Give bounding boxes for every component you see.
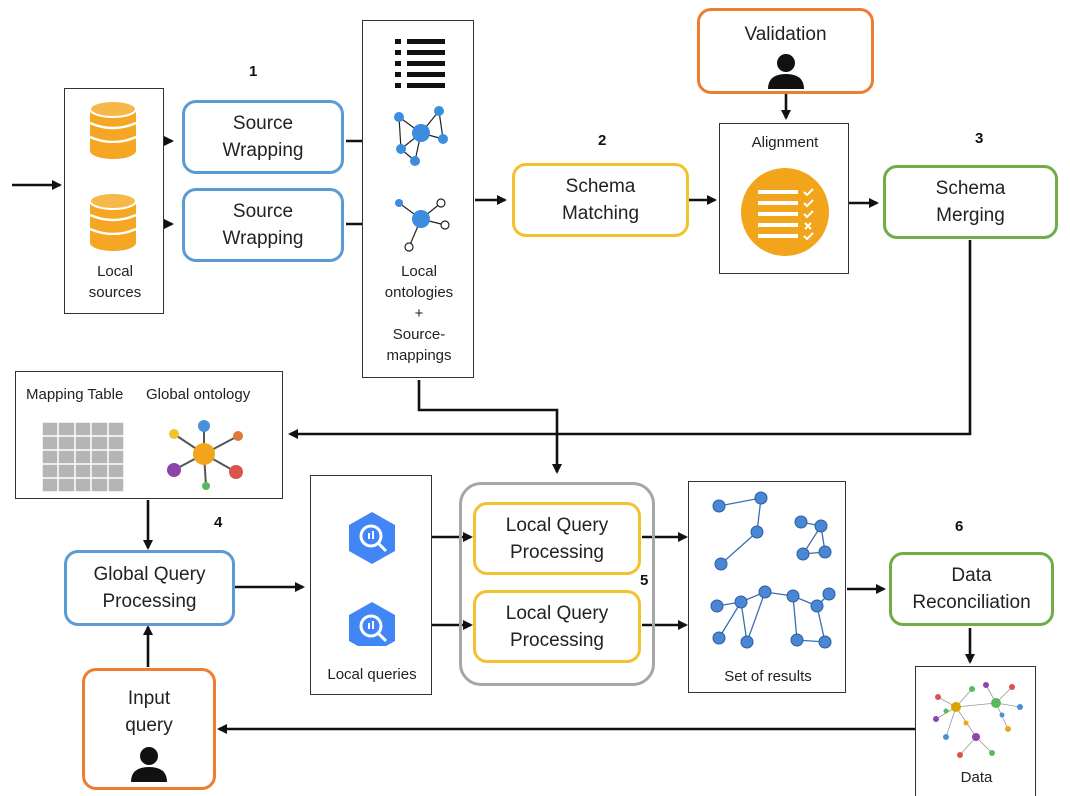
local-sources-label: Local sources xyxy=(88,263,142,301)
database-icon-1 xyxy=(89,100,137,159)
alignment-label: Alignment xyxy=(751,134,819,151)
checklist-icon xyxy=(741,168,829,256)
query-icon-2 xyxy=(349,602,395,646)
step-number-4: 4 xyxy=(214,514,223,531)
local-ontologies-label: Local ontologies + Source- mappings xyxy=(384,263,454,364)
local-sources-panel: Local sources xyxy=(64,88,164,314)
ontology-network-icon-1 xyxy=(394,106,448,166)
query-icon-1 xyxy=(349,512,395,564)
local-queries-panel: Local queries xyxy=(310,475,432,695)
step-number-5: 5 xyxy=(640,572,649,589)
step-number-1: 1 xyxy=(249,63,258,80)
data-network-icon xyxy=(933,682,1023,758)
validation-box[interactable]: Validation xyxy=(697,8,874,94)
schema-merging-box[interactable]: Schema Merging xyxy=(883,165,1058,239)
global-query-processing-box[interactable]: Global Query Processing xyxy=(64,550,235,626)
mapping-table-panel: Mapping Table Global ontology xyxy=(15,371,283,499)
person-icon xyxy=(131,747,167,782)
local-queries-label: Local queries xyxy=(327,666,417,683)
data-label: Data xyxy=(960,769,993,786)
data-panel: Data xyxy=(915,666,1036,796)
results-label: Set of results xyxy=(724,668,812,685)
list-icon xyxy=(395,39,445,88)
local-processing-group xyxy=(459,482,655,686)
schema-matching-box[interactable]: Schema Matching xyxy=(512,163,689,237)
database-icons xyxy=(89,100,137,251)
local-ontologies-panel: Local ontologies + Source- mappings xyxy=(362,20,474,378)
results-panel: Set of results xyxy=(688,481,846,693)
database-icon-2 xyxy=(89,192,137,251)
global-ontology-label: Global ontology xyxy=(146,386,251,403)
source-wrapping-box-2[interactable]: Source Wrapping xyxy=(182,188,344,262)
alignment-panel: Alignment xyxy=(719,123,849,274)
step-number-3: 3 xyxy=(975,130,984,147)
results-graph-icon xyxy=(710,491,836,649)
arrow-merging-global xyxy=(288,240,972,439)
source-wrapping-box-1[interactable]: Source Wrapping xyxy=(182,100,344,174)
table-grid-icon xyxy=(41,421,125,493)
global-ontology-icon xyxy=(167,420,243,490)
local-query-processing-box-1[interactable]: Local Query Processing xyxy=(473,502,641,575)
ontology-network-icon-2 xyxy=(395,198,450,252)
arrow-ontologies-lqp xyxy=(417,380,562,474)
data-reconciliation-box[interactable]: Data Reconciliation xyxy=(889,552,1054,626)
mapping-table-label: Mapping Table xyxy=(26,386,124,403)
local-query-processing-box-2[interactable]: Local Query Processing xyxy=(473,590,641,663)
person-icon xyxy=(767,54,804,89)
input-query-box[interactable]: Input query xyxy=(82,668,216,790)
step-number-6: 6 xyxy=(955,518,964,535)
step-number-2: 2 xyxy=(598,132,607,149)
